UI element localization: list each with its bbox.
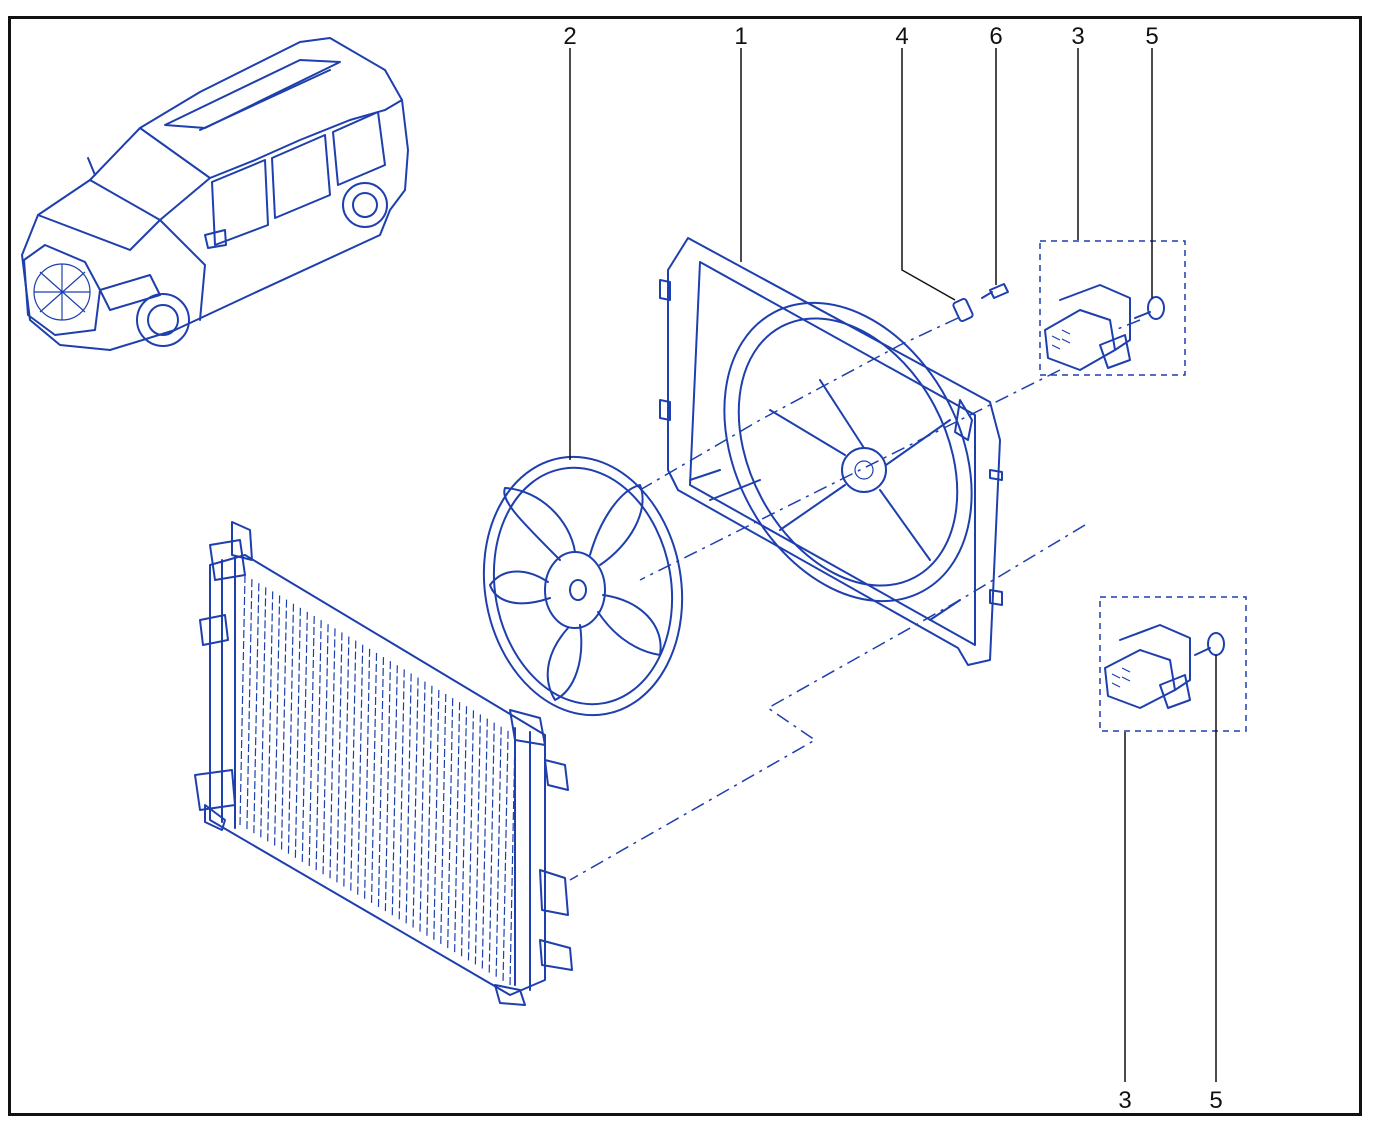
- callout-5-top: 5: [1145, 23, 1158, 50]
- resistor-top-box: [1039, 240, 1186, 376]
- radiator-fin: [384, 661, 391, 912]
- fan-blade-icon: [482, 455, 684, 717]
- spacer-icon: [952, 297, 974, 323]
- radiator-fin: [502, 730, 509, 981]
- radiator-fin: [329, 628, 336, 879]
- radiator-fin: [287, 603, 295, 854]
- fan-shroud-icon: [659, 237, 1003, 666]
- radiator-fin: [343, 636, 350, 887]
- radiator-fin: [405, 673, 412, 924]
- radiator-fin: [481, 718, 488, 969]
- radiator-fin: [267, 591, 274, 842]
- callout-4: 4: [895, 23, 908, 50]
- radiator-fin: [440, 693, 447, 944]
- radiator-fin: [308, 616, 315, 867]
- radiator-fin: [350, 640, 357, 891]
- radiator-fin: [377, 657, 385, 908]
- radiator-fin: [433, 689, 440, 940]
- radiator-fin: [274, 595, 281, 846]
- radiator-fin: [239, 574, 246, 826]
- radiator-fin: [509, 734, 516, 986]
- radiator-fin: [315, 620, 322, 871]
- radiator-fin: [495, 726, 502, 977]
- radiator-fin: [391, 665, 398, 916]
- radiator-icon: [194, 521, 573, 1006]
- callout-5-bottom: 5: [1209, 1087, 1222, 1114]
- radiator-fin: [467, 710, 475, 961]
- screw-icon: [1194, 632, 1225, 656]
- callout-2: 2: [563, 23, 576, 50]
- diagram-frame: [8, 16, 1362, 1116]
- radiator-fin: [398, 669, 405, 920]
- radiator-fin: [253, 583, 260, 834]
- radiator-fin: [364, 648, 371, 899]
- radiator-fin: [280, 599, 288, 850]
- radiator-fin: [322, 624, 329, 875]
- radiator-fin: [460, 706, 468, 957]
- radiator-fin: [301, 611, 308, 862]
- radiator-fin: [336, 632, 343, 883]
- radiator-fin: [488, 722, 495, 973]
- callout-6: 6: [989, 23, 1002, 50]
- radiator-fin: [357, 644, 364, 895]
- radiator-fin: [426, 685, 433, 936]
- resistor-icon: [1104, 624, 1191, 709]
- resistor-bottom-box: [1099, 596, 1247, 732]
- radiator-fin: [260, 587, 267, 838]
- radiator-fin: [294, 607, 301, 858]
- resistor-icon: [1044, 284, 1131, 371]
- radiator-fin: [412, 677, 419, 928]
- radiator-fin: [447, 698, 454, 949]
- radiator-fin: [419, 681, 426, 932]
- assembly-lines: [569, 317, 1141, 881]
- radiator-fin: [454, 702, 461, 953]
- callout-3-bottom: 3: [1118, 1087, 1131, 1114]
- screw-icon: [1134, 296, 1165, 320]
- radiator-fin: [246, 579, 253, 830]
- bolt-icon: [981, 283, 1009, 299]
- callout-3-top: 3: [1071, 23, 1084, 50]
- leader-lines: [569, 48, 1217, 1082]
- radiator-fin: [474, 714, 481, 965]
- radiator-fin: [370, 652, 378, 903]
- vehicle-icon: [21, 37, 409, 351]
- callout-1: 1: [734, 23, 747, 50]
